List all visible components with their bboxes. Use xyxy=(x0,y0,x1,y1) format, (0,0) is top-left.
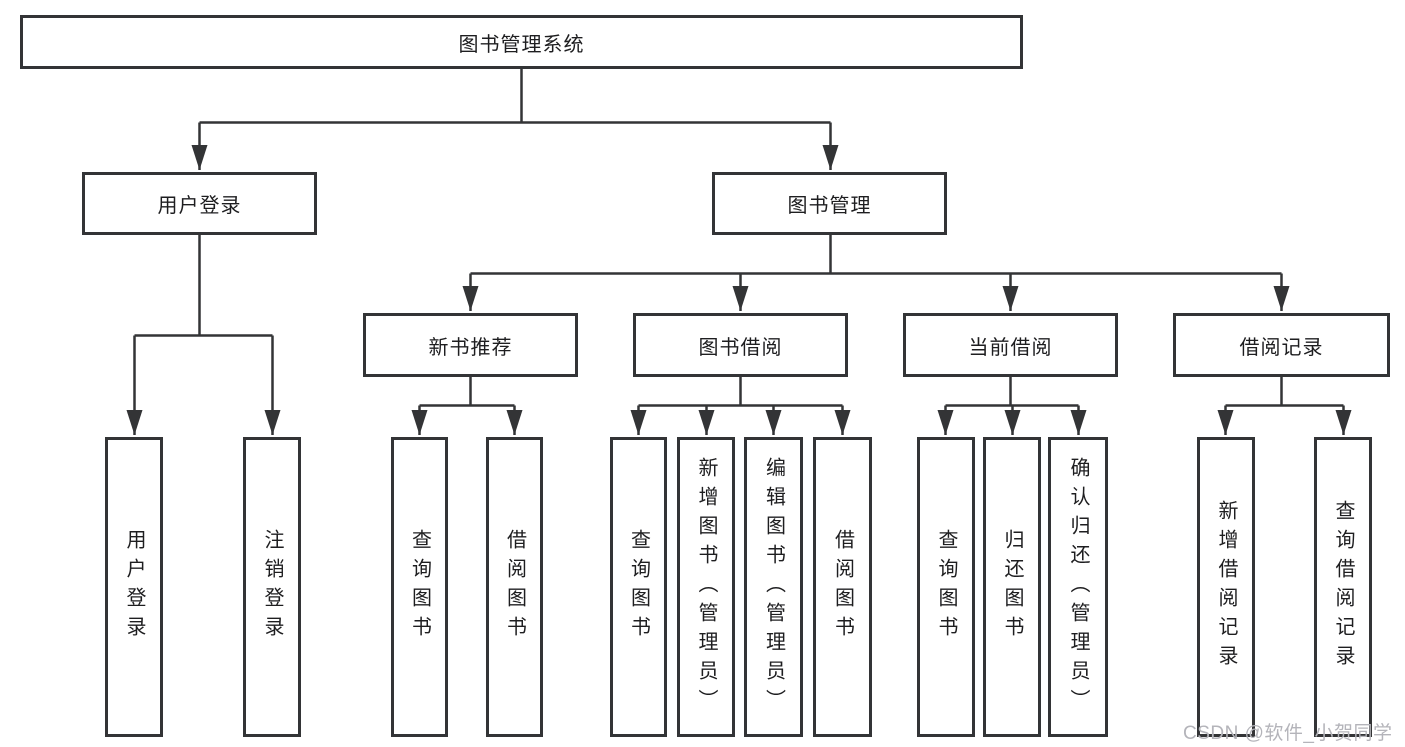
leaf-query-books-borrowing-label: 查询图书 xyxy=(627,529,650,645)
leaf-add-books-admin: 新增图书（管理员） xyxy=(677,437,735,737)
leaf-confirm-return-admin: 确认归还（管理员） xyxy=(1048,437,1108,737)
connector-book-management-children xyxy=(462,235,1290,311)
connector-user-login-children xyxy=(126,235,281,435)
node-book-management: 图书管理 xyxy=(712,172,947,235)
node-borrowing-records: 借阅记录 xyxy=(1173,313,1390,377)
connector-root-to-level2 xyxy=(191,68,839,170)
leaf-add-books-admin-label: 新增图书（管理员） xyxy=(695,456,717,718)
leaf-edit-books-admin: 编辑图书（管理员） xyxy=(744,437,803,737)
node-new-book-recommend-label: 新书推荐 xyxy=(428,336,513,359)
leaf-user-login-label: 用户登录 xyxy=(123,529,145,645)
node-book-management-label: 图书管理 xyxy=(787,195,872,217)
node-user-login-label: 用户登录 xyxy=(157,195,242,217)
leaf-query-books-current-label: 查询图书 xyxy=(935,529,957,645)
leaf-return-books: 归还图书 xyxy=(983,437,1041,737)
connector-borrowing-records-children xyxy=(1217,377,1352,435)
node-book-borrowing-label: 图书借阅 xyxy=(698,336,783,359)
leaf-borrow-books-borrowing: 借阅图书 xyxy=(813,437,872,737)
leaf-query-books-borrowing: 查询图书 xyxy=(610,437,667,737)
leaf-borrow-books-recommend: 借阅图书 xyxy=(486,437,543,737)
leaf-confirm-return-admin-label: 确认归还（管理员） xyxy=(1067,456,1089,718)
node-borrowing-records-label: 借阅记录 xyxy=(1239,336,1324,359)
leaf-return-books-label: 归还图书 xyxy=(1001,529,1023,645)
connector-book-borrowing-children xyxy=(630,377,851,435)
leaf-query-books-recommend-label: 查询图书 xyxy=(408,529,431,645)
node-book-borrowing: 图书借阅 xyxy=(633,313,848,377)
leaf-add-borrow-record-label: 新增借阅记录 xyxy=(1215,500,1237,674)
leaf-query-borrow-record: 查询借阅记录 xyxy=(1314,437,1372,737)
connector-current-borrowing-children xyxy=(937,377,1087,435)
node-user-login: 用户登录 xyxy=(82,172,317,235)
connector-new-book-recommend-children xyxy=(411,377,523,435)
node-root: 图书管理系统 xyxy=(20,15,1023,69)
leaf-borrow-books-borrowing-label: 借阅图书 xyxy=(831,529,854,645)
leaf-query-books-current: 查询图书 xyxy=(917,437,975,737)
leaf-add-borrow-record: 新增借阅记录 xyxy=(1197,437,1255,737)
csdn-watermark: CSDN @软件_小贺同学 xyxy=(1183,723,1393,744)
node-current-borrowing: 当前借阅 xyxy=(903,313,1118,377)
leaf-logout-login-label: 注销登录 xyxy=(261,529,283,645)
leaf-logout-login: 注销登录 xyxy=(243,437,301,737)
node-root-label: 图书管理系统 xyxy=(458,33,585,56)
leaf-borrow-books-recommend-label: 借阅图书 xyxy=(503,529,526,645)
node-current-borrowing-label: 当前借阅 xyxy=(968,336,1053,359)
leaf-user-login: 用户登录 xyxy=(105,437,163,737)
leaf-query-books-recommend: 查询图书 xyxy=(391,437,448,737)
leaf-query-borrow-record-label: 查询借阅记录 xyxy=(1332,500,1354,674)
leaf-edit-books-admin-label: 编辑图书（管理员） xyxy=(762,456,785,718)
node-new-book-recommend: 新书推荐 xyxy=(363,313,578,377)
